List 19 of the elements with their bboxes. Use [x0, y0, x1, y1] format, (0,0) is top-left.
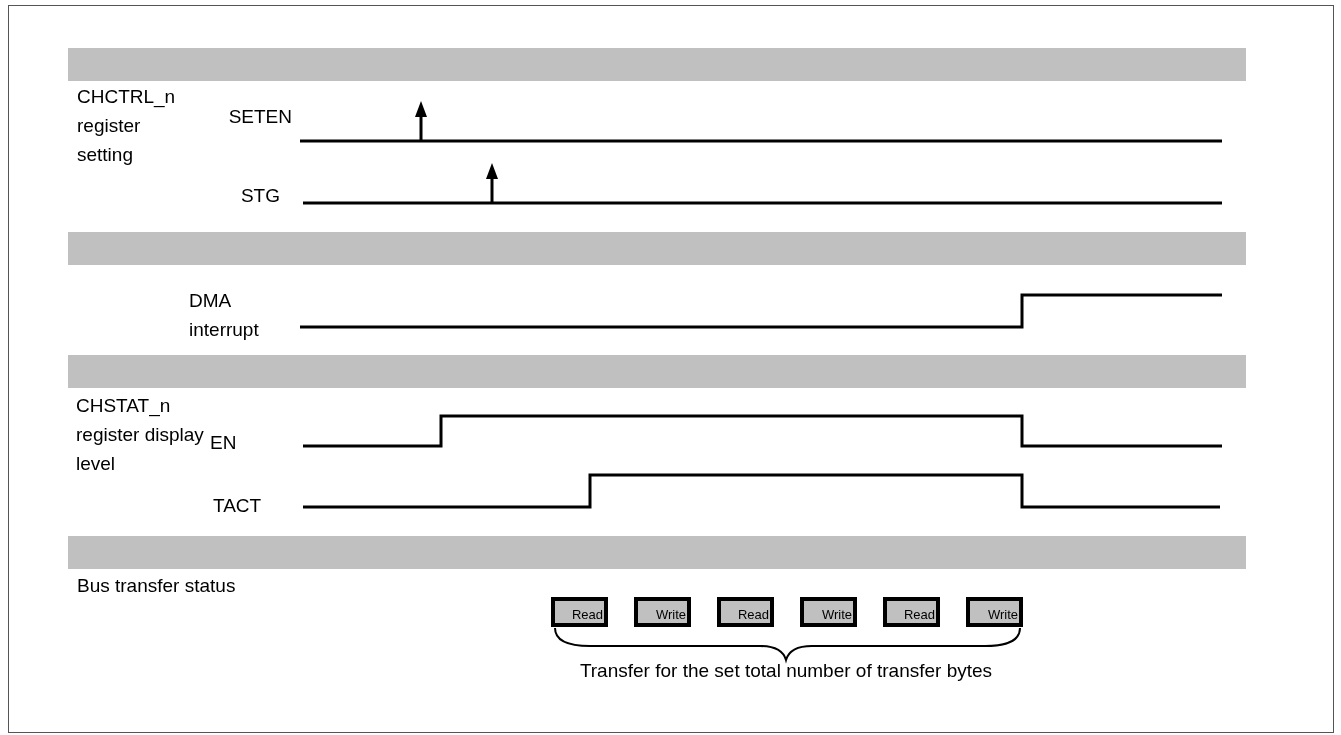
bus-transfer-box: Write [966, 597, 1023, 627]
signal-label: Bus transfer status [77, 574, 237, 598]
signal-label: Transfer for the set total number of transfer bytes [578, 659, 994, 683]
section-band [68, 232, 1246, 265]
section-band [68, 536, 1246, 569]
section-band [68, 48, 1246, 81]
signal-label: STG [239, 184, 280, 208]
bus-transfer-box: Read [551, 597, 608, 627]
section-band [68, 355, 1246, 388]
signal-label: TACT [213, 494, 263, 518]
signal-label: CHCTRL_n register setting [77, 85, 177, 167]
bus-transfer-box: Read [883, 597, 940, 627]
bus-transfer-box: Write [634, 597, 691, 627]
signal-label: DMA interrupt [189, 289, 260, 342]
signal-label: CHSTAT_n register display level [76, 394, 205, 476]
signal-label: SETEN [227, 105, 292, 129]
bus-transfer-box: Read [717, 597, 774, 627]
bus-transfer-box: Write [800, 597, 857, 627]
signal-label: EN [210, 431, 238, 455]
